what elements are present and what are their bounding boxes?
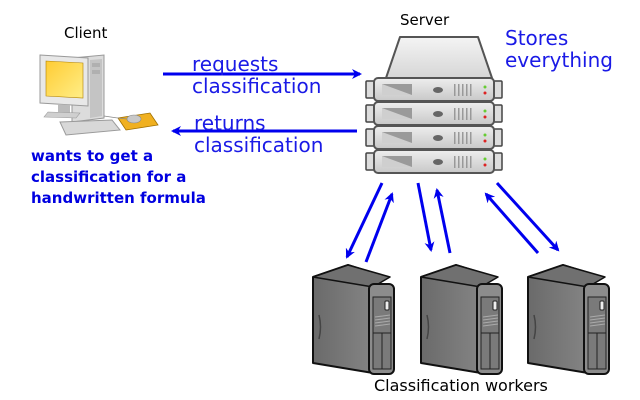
arrow-worker-2-to-server <box>433 188 452 254</box>
return-label: returns classification <box>194 112 323 156</box>
server-note: Stores everything <box>505 27 613 71</box>
request-label-line: requests <box>192 52 279 76</box>
server-unit <box>365 77 503 102</box>
client-description-line: handwritten formula <box>31 189 206 207</box>
server-unit <box>365 149 503 174</box>
request-label-line: classification <box>192 74 322 98</box>
status-led-red <box>483 91 487 95</box>
status-led-green <box>483 85 487 89</box>
request-label: requests classification <box>192 53 321 97</box>
client-description-line: classification for a <box>31 168 187 186</box>
server-title: Server <box>400 11 450 29</box>
arrow-worker-3-to-server <box>484 192 540 254</box>
server-note-line: everything <box>505 48 613 72</box>
server-note-line: Stores <box>505 26 569 50</box>
status-led-green <box>483 109 487 113</box>
status-led-red <box>483 163 487 167</box>
client-computer-icon <box>39 54 159 136</box>
arrow-server-to-worker-1 <box>345 182 384 259</box>
status-led-red <box>483 115 487 119</box>
workers-label: Classification workers <box>374 376 548 395</box>
arrow-server-to-worker-3 <box>495 181 560 252</box>
arrow-worker-1-to-server <box>364 192 394 263</box>
worker-tower-icon <box>527 264 610 375</box>
client-description-line: wants to get a <box>31 147 154 165</box>
client-description: wants to get a classification for a hand… <box>31 146 206 209</box>
worker-tower-icon <box>420 264 503 375</box>
server-unit <box>365 101 503 126</box>
server-button-icon <box>433 135 443 141</box>
server-rack-icon <box>365 36 503 174</box>
arrow-server-to-worker-2 <box>416 182 435 252</box>
worker-tower-icon <box>312 264 395 375</box>
status-led-red <box>483 139 487 143</box>
workers-group <box>312 264 610 375</box>
server-button-icon <box>433 87 443 93</box>
return-label-line: returns <box>194 111 266 135</box>
server-button-icon <box>433 159 443 165</box>
return-label-line: classification <box>194 133 324 157</box>
server-button-icon <box>433 111 443 117</box>
status-led-green <box>483 133 487 137</box>
client-title: Client <box>64 24 108 42</box>
status-led-green <box>483 157 487 161</box>
server-unit <box>365 125 503 150</box>
worker-arrows <box>345 181 560 263</box>
